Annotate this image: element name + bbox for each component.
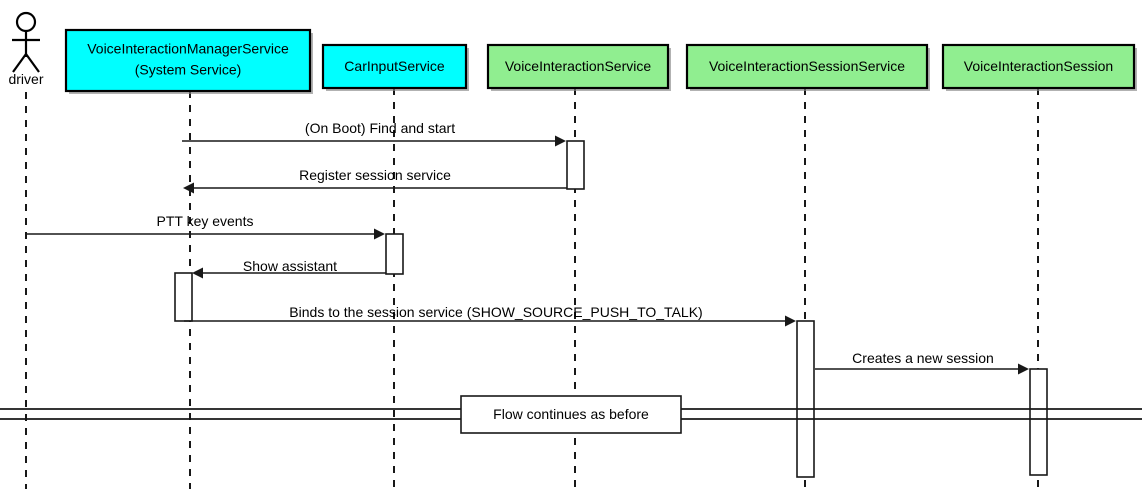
- message-msg-creates-new-session[interactable]: Creates a new session: [815, 350, 1029, 375]
- participant-sublabel-vims: (System Service): [135, 62, 242, 78]
- participant-vis[interactable]: VoiceInteractionService: [486, 43, 671, 91]
- activation-bar-vis: [566, 140, 585, 190]
- arrowhead-icon: [1018, 363, 1029, 375]
- arrowhead-icon: [192, 267, 203, 279]
- message-label-msg-register-session-service: Register session service: [299, 167, 451, 183]
- message-msg-show-assistant[interactable]: Show assistant: [192, 258, 386, 279]
- participant-label-vis: VoiceInteractionService: [505, 58, 652, 74]
- participant-carinput[interactable]: CarInputService: [321, 43, 469, 91]
- activation-bar-vsession: [1029, 368, 1048, 476]
- participant-vsession[interactable]: VoiceInteractionSession: [941, 43, 1137, 91]
- message-label-msg-show-assistant: Show assistant: [243, 258, 337, 274]
- message-msg-on-boot[interactable]: (On Boot) Find and start: [182, 120, 566, 147]
- participant-box-vsession[interactable]: [941, 43, 1136, 90]
- participant-box-vims[interactable]: [64, 28, 312, 93]
- activation-bar-vims: [174, 272, 193, 322]
- message-msg-binds-to-session-service[interactable]: Binds to the session service (SHOW_SOURC…: [184, 304, 796, 327]
- participants-layer: driver VoiceInteractionManagerService (Sys…: [8, 11, 1137, 94]
- divider-layer: Flow continues as before: [0, 395, 1142, 434]
- activation-bar-carinput: [385, 233, 404, 275]
- message-label-msg-on-boot: (On Boot) Find and start: [305, 120, 455, 136]
- message-msg-register-session-service[interactable]: Register session service: [183, 167, 567, 194]
- participant-label-carinput: CarInputService: [344, 58, 445, 74]
- message-label-msg-binds-to-session-service: Binds to the session service (SHOW_SOURC…: [289, 304, 702, 320]
- message-msg-ptt-key-events[interactable]: PTT key events: [27, 213, 385, 240]
- arrowhead-icon: [785, 315, 796, 327]
- participant-viss[interactable]: VoiceInteractionSessionService: [685, 43, 930, 91]
- activation-bar-viss: [796, 320, 815, 478]
- divider-box: [460, 395, 682, 434]
- actor-leg-right-icon: [25, 53, 40, 73]
- participant-label-vims: VoiceInteractionManagerService: [87, 41, 289, 57]
- activations-layer: [174, 140, 1048, 478]
- actor-driver[interactable]: driver: [8, 11, 44, 87]
- participant-label-vsession: VoiceInteractionSession: [964, 58, 1113, 74]
- participant-box-viss[interactable]: [685, 43, 929, 90]
- divider-flow-continues: Flow continues as before: [0, 395, 1142, 434]
- actor-head-icon: [15, 11, 37, 33]
- divider-label: Flow continues as before: [493, 406, 649, 422]
- participant-box-carinput[interactable]: [321, 43, 468, 90]
- message-label-msg-ptt-key-events: PTT key events: [156, 213, 253, 229]
- arrowhead-icon: [183, 182, 194, 194]
- actor-leg-left-icon: [12, 53, 27, 73]
- participant-vims[interactable]: VoiceInteractionManagerService (System Se…: [64, 28, 313, 94]
- actor-label-driver: driver: [8, 71, 43, 87]
- arrowhead-icon: [374, 228, 385, 240]
- participant-box-vis[interactable]: [486, 43, 670, 90]
- participant-label-viss: VoiceInteractionSessionService: [709, 58, 905, 74]
- arrowhead-icon: [555, 135, 566, 147]
- message-label-msg-creates-new-session: Creates a new session: [852, 350, 994, 366]
